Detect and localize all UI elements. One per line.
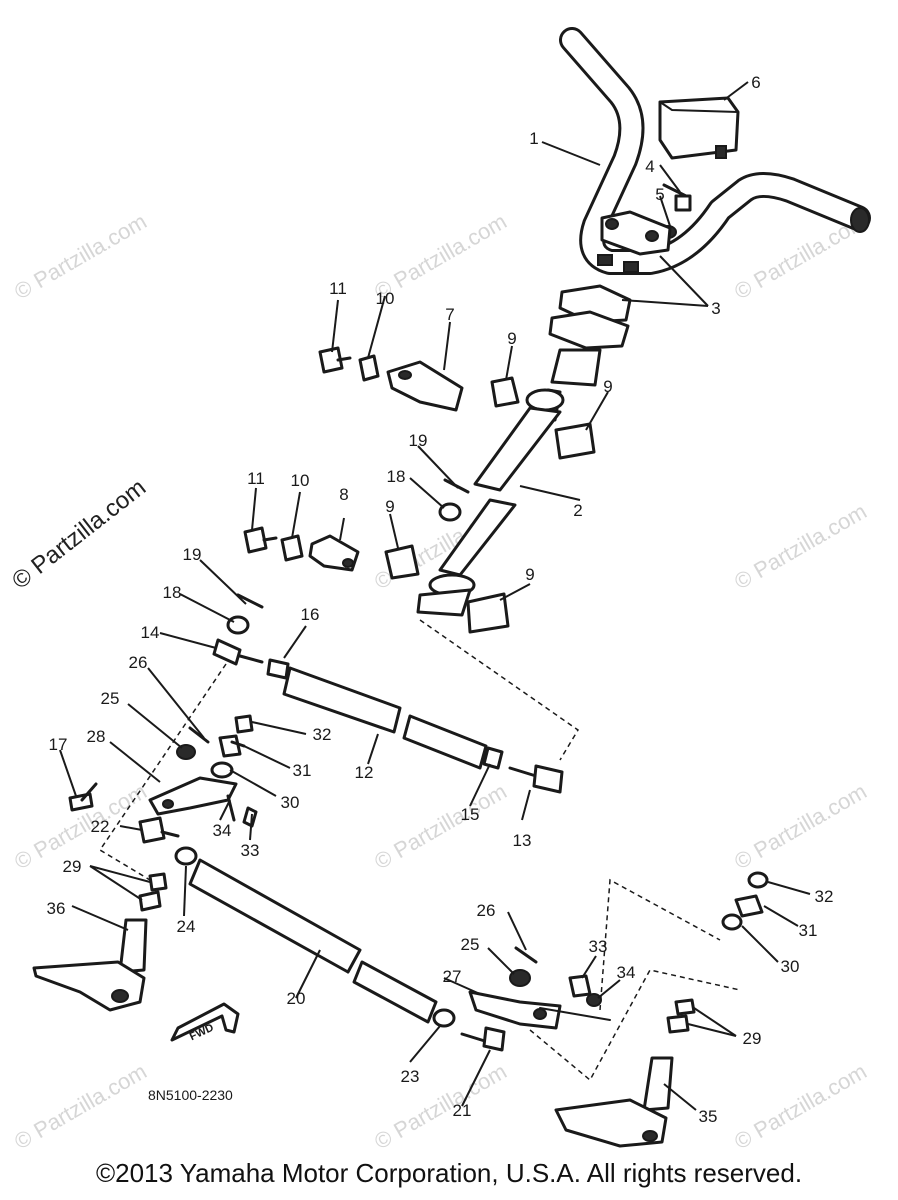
callout-21: 21	[453, 1101, 472, 1120]
callout-6: 6	[751, 73, 760, 92]
callout-labels: 1 2 3 4 5 6 7 8 9 9 9 9 10 10 11 11 12 1…	[47, 73, 834, 1126]
callout-28: 28	[87, 727, 106, 746]
callout-10: 10	[376, 289, 395, 308]
callout-34: 34	[617, 963, 636, 982]
watermark: © Partzilla.com	[730, 499, 871, 595]
callout-25: 25	[461, 935, 480, 954]
callout-31: 31	[799, 921, 818, 940]
callout-9: 9	[603, 377, 612, 396]
watermark: © Partzilla.com	[370, 779, 511, 875]
upper-tie-rod	[212, 638, 564, 794]
switch-box	[658, 96, 740, 160]
callout-16: 16	[301, 605, 320, 624]
callout-33: 33	[589, 937, 608, 956]
callout-35: 35	[699, 1107, 718, 1126]
right-knuckle	[554, 1056, 674, 1148]
callout-19: 19	[409, 431, 428, 450]
callout-32: 32	[313, 725, 332, 744]
callout-23: 23	[401, 1067, 420, 1086]
callout-29: 29	[63, 857, 82, 876]
callout-9: 9	[507, 329, 516, 348]
callout-9: 9	[525, 565, 534, 584]
right-pitman-arm-group	[468, 946, 611, 1030]
callout-12: 12	[355, 763, 374, 782]
callout-26: 26	[477, 901, 496, 920]
left-pitman-arm-group	[68, 714, 258, 828]
callout-13: 13	[513, 831, 532, 850]
callout-3: 3	[711, 299, 720, 318]
watermark: © Partzilla.com	[730, 779, 871, 875]
callout-18: 18	[163, 583, 182, 602]
left-rod-end	[138, 816, 198, 912]
callout-32: 32	[815, 887, 834, 906]
callout-26: 26	[129, 653, 148, 672]
callout-30: 30	[781, 957, 800, 976]
callout-31: 31	[293, 761, 312, 780]
callout-20: 20	[287, 989, 306, 1008]
watermark: © Partzilla.com	[370, 1059, 511, 1150]
handlebar	[559, 27, 871, 275]
fwd-arrow: FWD	[170, 1002, 240, 1043]
callout-36: 36	[47, 899, 66, 918]
callout-19: 19	[183, 545, 202, 564]
watermark: © Partzilla.com	[730, 1059, 871, 1150]
callout-27: 27	[443, 967, 462, 986]
callout-18: 18	[387, 467, 406, 486]
watermark: © Partzilla.com	[10, 1059, 151, 1150]
handlebar-holder	[548, 210, 672, 350]
long-tie-rod	[188, 858, 506, 1052]
steering-column	[416, 348, 602, 617]
left-knuckle	[32, 918, 148, 1012]
callout-22: 22	[91, 817, 110, 836]
callout-2: 2	[573, 501, 582, 520]
callout-11: 11	[247, 469, 265, 488]
diagram-code: 8N5100-2230	[148, 1087, 233, 1103]
callout-4: 4	[645, 157, 654, 176]
callout-29: 29	[743, 1029, 762, 1048]
leader-lines	[59, 81, 811, 1111]
callout-34: 34	[213, 821, 232, 840]
steering-exploded-diagram: © Partzilla.com © Partzilla.com © Partzi…	[7, 27, 871, 1150]
callout-33: 33	[241, 841, 260, 860]
column-plates	[308, 360, 464, 572]
callout-9: 9	[385, 497, 394, 516]
watermark-bold: © Partzilla.com	[7, 474, 151, 595]
assembly-lines	[98, 619, 741, 1082]
callout-10: 10	[291, 471, 310, 490]
callout-1: 1	[529, 129, 538, 148]
callout-25: 25	[101, 689, 120, 708]
callout-7: 7	[445, 305, 454, 324]
callout-14: 14	[141, 623, 160, 642]
callout-24: 24	[177, 917, 196, 936]
callout-30: 30	[281, 793, 300, 812]
right-small-parts	[666, 871, 769, 1034]
watermarks: © Partzilla.com © Partzilla.com © Partzi…	[7, 209, 871, 1150]
mount-bolts	[243, 346, 380, 562]
copyright-notice: ©2013 Yamaha Motor Corporation, U.S.A. A…	[95, 1158, 803, 1188]
callout-8: 8	[339, 485, 348, 504]
callout-17: 17	[49, 735, 68, 754]
callout-15: 15	[461, 805, 480, 824]
watermark: © Partzilla.com	[10, 209, 151, 305]
callout-11: 11	[329, 279, 347, 298]
callout-5: 5	[655, 185, 664, 204]
